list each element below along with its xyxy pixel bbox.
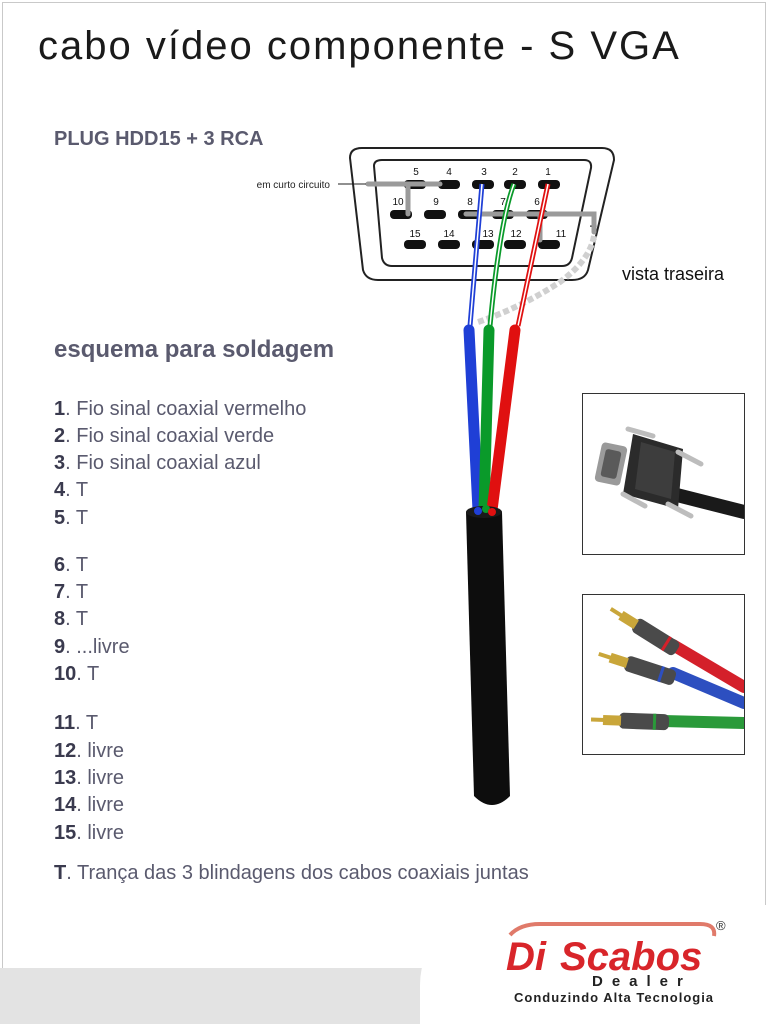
pin-14 xyxy=(438,240,460,249)
pin-label: 5 xyxy=(413,167,419,178)
pin-number: 12 xyxy=(54,740,77,762)
pin-number: 8 xyxy=(54,608,66,630)
pin-description: . livre xyxy=(76,740,125,762)
braid-wire xyxy=(477,235,597,325)
vga-plug-photo xyxy=(582,393,745,555)
page-title: cabo vídeo componente - S VGA xyxy=(38,24,681,68)
note-text: . Trança das 3 blindagens dos cabos coax… xyxy=(66,862,529,884)
list-item: 11. T xyxy=(54,712,98,735)
pin-description: . livre xyxy=(76,794,125,816)
list-item: 3. Fio sinal coaxial azul xyxy=(54,452,261,475)
pin-description: . T xyxy=(65,581,89,603)
pin-description: . T xyxy=(65,554,89,576)
rca-plugs-photo xyxy=(582,594,745,755)
list-item: 7. T xyxy=(54,581,88,604)
list-item: 1. Fio sinal coaxial vermelho xyxy=(54,398,306,421)
list-item: 2. Fio sinal coaxial verde xyxy=(54,425,274,448)
pin-description: . T xyxy=(76,663,100,685)
vista-traseira-label: vista traseira xyxy=(622,264,725,284)
rca-plugs-image xyxy=(590,607,744,731)
list-item: 5. T xyxy=(54,507,88,530)
pin-description: . T xyxy=(65,479,89,501)
green-wire xyxy=(478,324,495,516)
pin-description: . Fio sinal coaxial verde xyxy=(65,425,275,447)
pin-number: 13 xyxy=(54,767,77,789)
pin-number: 1 xyxy=(54,398,66,420)
section-title: esquema para soldagem xyxy=(54,336,335,363)
pin-description: . livre xyxy=(76,822,125,844)
pin-number: 6 xyxy=(54,554,66,576)
note-key: T xyxy=(54,862,67,884)
vga-plug-image xyxy=(594,426,744,519)
pin-4 xyxy=(438,180,460,189)
pin-number: 9 xyxy=(54,636,66,658)
black-cable xyxy=(466,506,510,805)
pin-label: 6 xyxy=(534,197,540,208)
list-item: 10. T xyxy=(54,663,99,686)
short-circuit-label: em curto circuito xyxy=(257,180,331,191)
blue-wire xyxy=(463,324,484,516)
pin-label: 9 xyxy=(433,197,439,208)
pin-number: 3 xyxy=(54,452,66,474)
list-item: 9. ...livre xyxy=(54,636,130,659)
braid-note: T. Trança das 3 blindagens dos cabos coa… xyxy=(54,862,529,885)
registered-mark: ® xyxy=(716,918,726,933)
pin-label: 2 xyxy=(512,167,518,178)
pin-description: . T xyxy=(65,507,89,529)
pin-number: 2 xyxy=(54,425,66,447)
pin-label: 10 xyxy=(392,197,404,208)
list-item: 15. livre xyxy=(54,822,124,845)
pin-number: 4 xyxy=(54,479,66,501)
pin-number: 7 xyxy=(54,581,66,603)
pin-description: . T xyxy=(75,712,99,734)
list-item: 8. T xyxy=(54,608,88,631)
logo-tagline: Conduzindo Alta Tecnologia xyxy=(514,990,715,1005)
pin-label: 15 xyxy=(409,229,421,240)
pin-label: 12 xyxy=(510,229,522,240)
plug-subtitle: PLUG HDD15 + 3 RCA xyxy=(54,128,264,150)
red-wire xyxy=(486,324,521,516)
pin-label: 14 xyxy=(443,229,455,240)
pin-number: 14 xyxy=(54,794,77,816)
list-item: 6. T xyxy=(54,554,88,577)
pin-15 xyxy=(404,240,426,249)
pin-number: 5 xyxy=(54,507,66,529)
pin-label: 4 xyxy=(446,167,452,178)
pin-12 xyxy=(504,240,526,249)
list-item: 13. livre xyxy=(54,767,124,790)
pin-number: 11 xyxy=(54,712,76,734)
pin-11 xyxy=(538,240,560,249)
pin-description: . Fio sinal coaxial azul xyxy=(65,452,261,474)
pin-label: 3 xyxy=(481,167,487,178)
pin-label: 8 xyxy=(467,197,473,208)
pin-description: . T xyxy=(65,608,89,630)
list-item: 4. T xyxy=(54,479,88,502)
pin-number: 10 xyxy=(54,663,77,685)
list-item: 12. livre xyxy=(54,740,124,763)
pin-labels: 5 4 3 2 1 10 9 8 7 6 15 14 13 12 11 xyxy=(392,167,566,240)
pin-label: 7 xyxy=(500,197,506,208)
pin-number: 15 xyxy=(54,822,77,844)
pin-description: . livre xyxy=(76,767,125,789)
pin-description: . ...livre xyxy=(65,636,130,658)
pin-label: 13 xyxy=(482,229,494,240)
list-item: 14. livre xyxy=(54,794,124,817)
pin-label: 11 xyxy=(556,229,567,240)
pin-description: . Fio sinal coaxial vermelho xyxy=(65,398,307,420)
pin-label: 1 xyxy=(545,167,551,178)
pin-9 xyxy=(424,210,446,219)
